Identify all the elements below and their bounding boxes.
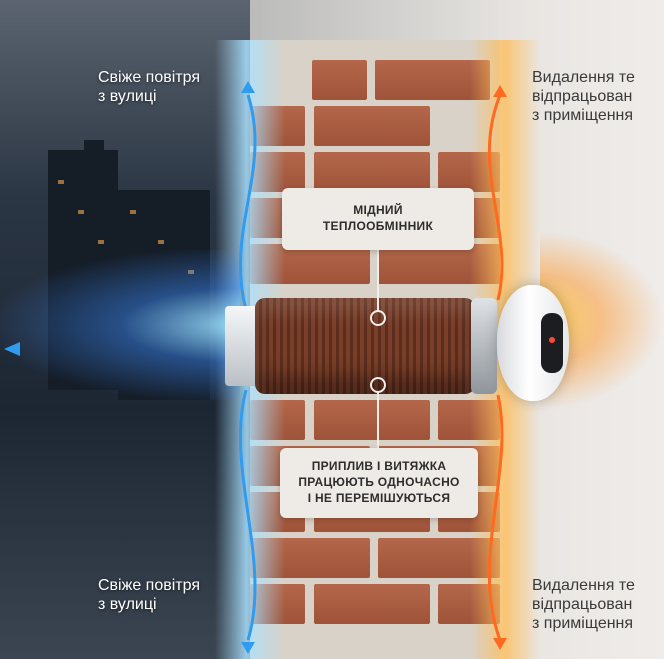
text-line: з вулиці [98,596,157,613]
text-line: з приміщення [532,107,634,124]
cold-arrow-head-bottom [241,642,255,654]
text-line: Видалення те [532,69,635,86]
indicator-light [549,337,555,343]
text-line: Свіже повітря [98,69,200,86]
label-line: МІДНИЙ [353,203,403,217]
pointer-ring-top [370,310,386,326]
copper-exchanger-label: МІДНИЙ ТЕПЛООБМІННИК [282,188,474,250]
text-line: Свіже повітря [98,577,200,594]
flow-note-label: ПРИПЛИВ І ВИТЯЖКА ПРАЦЮЮТЬ ОДНОЧАСНО І Н… [280,448,478,518]
cold-flow-arrow-bottom [238,389,257,641]
ventilator-unit [497,285,569,401]
fresh-air-label-top: Свіже повітря з вулиці [98,68,200,106]
fresh-air-label-bottom: Свіже повітря з вулиці [98,576,200,614]
incoming-air-rays [0,250,240,400]
pipe-collar [471,298,497,394]
pointer-ring-bottom [370,377,386,393]
copper-core [255,298,475,394]
cold-flow-arrow-top [238,94,257,311]
left-arrow-head [4,342,20,356]
label-line: І НЕ ПЕРЕМІШУЮТЬСЯ [307,491,451,505]
cold-arrow-head-top [241,81,255,93]
warm-flow-arrow-top [487,94,504,301]
warm-flow-arrow-bottom [487,394,504,641]
text-line: відпрацьован [532,596,633,613]
label-line: ТЕПЛООБМІННИК [322,219,434,233]
outer-grille [225,306,259,386]
pointer-line-top [377,250,379,312]
text-line: з вулиці [98,88,157,105]
building [84,140,104,160]
label-line: ПРАЦЮЮТЬ ОДНОЧАСНО [298,475,460,489]
pointer-line-bottom [377,392,379,448]
warm-arrow-head-top [493,85,507,97]
exhaust-label-bottom: Видалення те відпрацьован з приміщення [532,576,635,633]
label-line: ПРИПЛИВ І ВИТЯЖКА [311,459,447,473]
warm-arrow-head-bottom [493,638,507,650]
heat-exchanger-pipe [225,298,515,394]
text-line: Видалення те [532,577,635,594]
exhaust-label-top: Видалення те відпрацьован з приміщення [532,68,635,125]
text-line: відпрацьован [532,88,633,105]
text-line: з приміщення [532,615,634,632]
control-panel [541,313,563,373]
